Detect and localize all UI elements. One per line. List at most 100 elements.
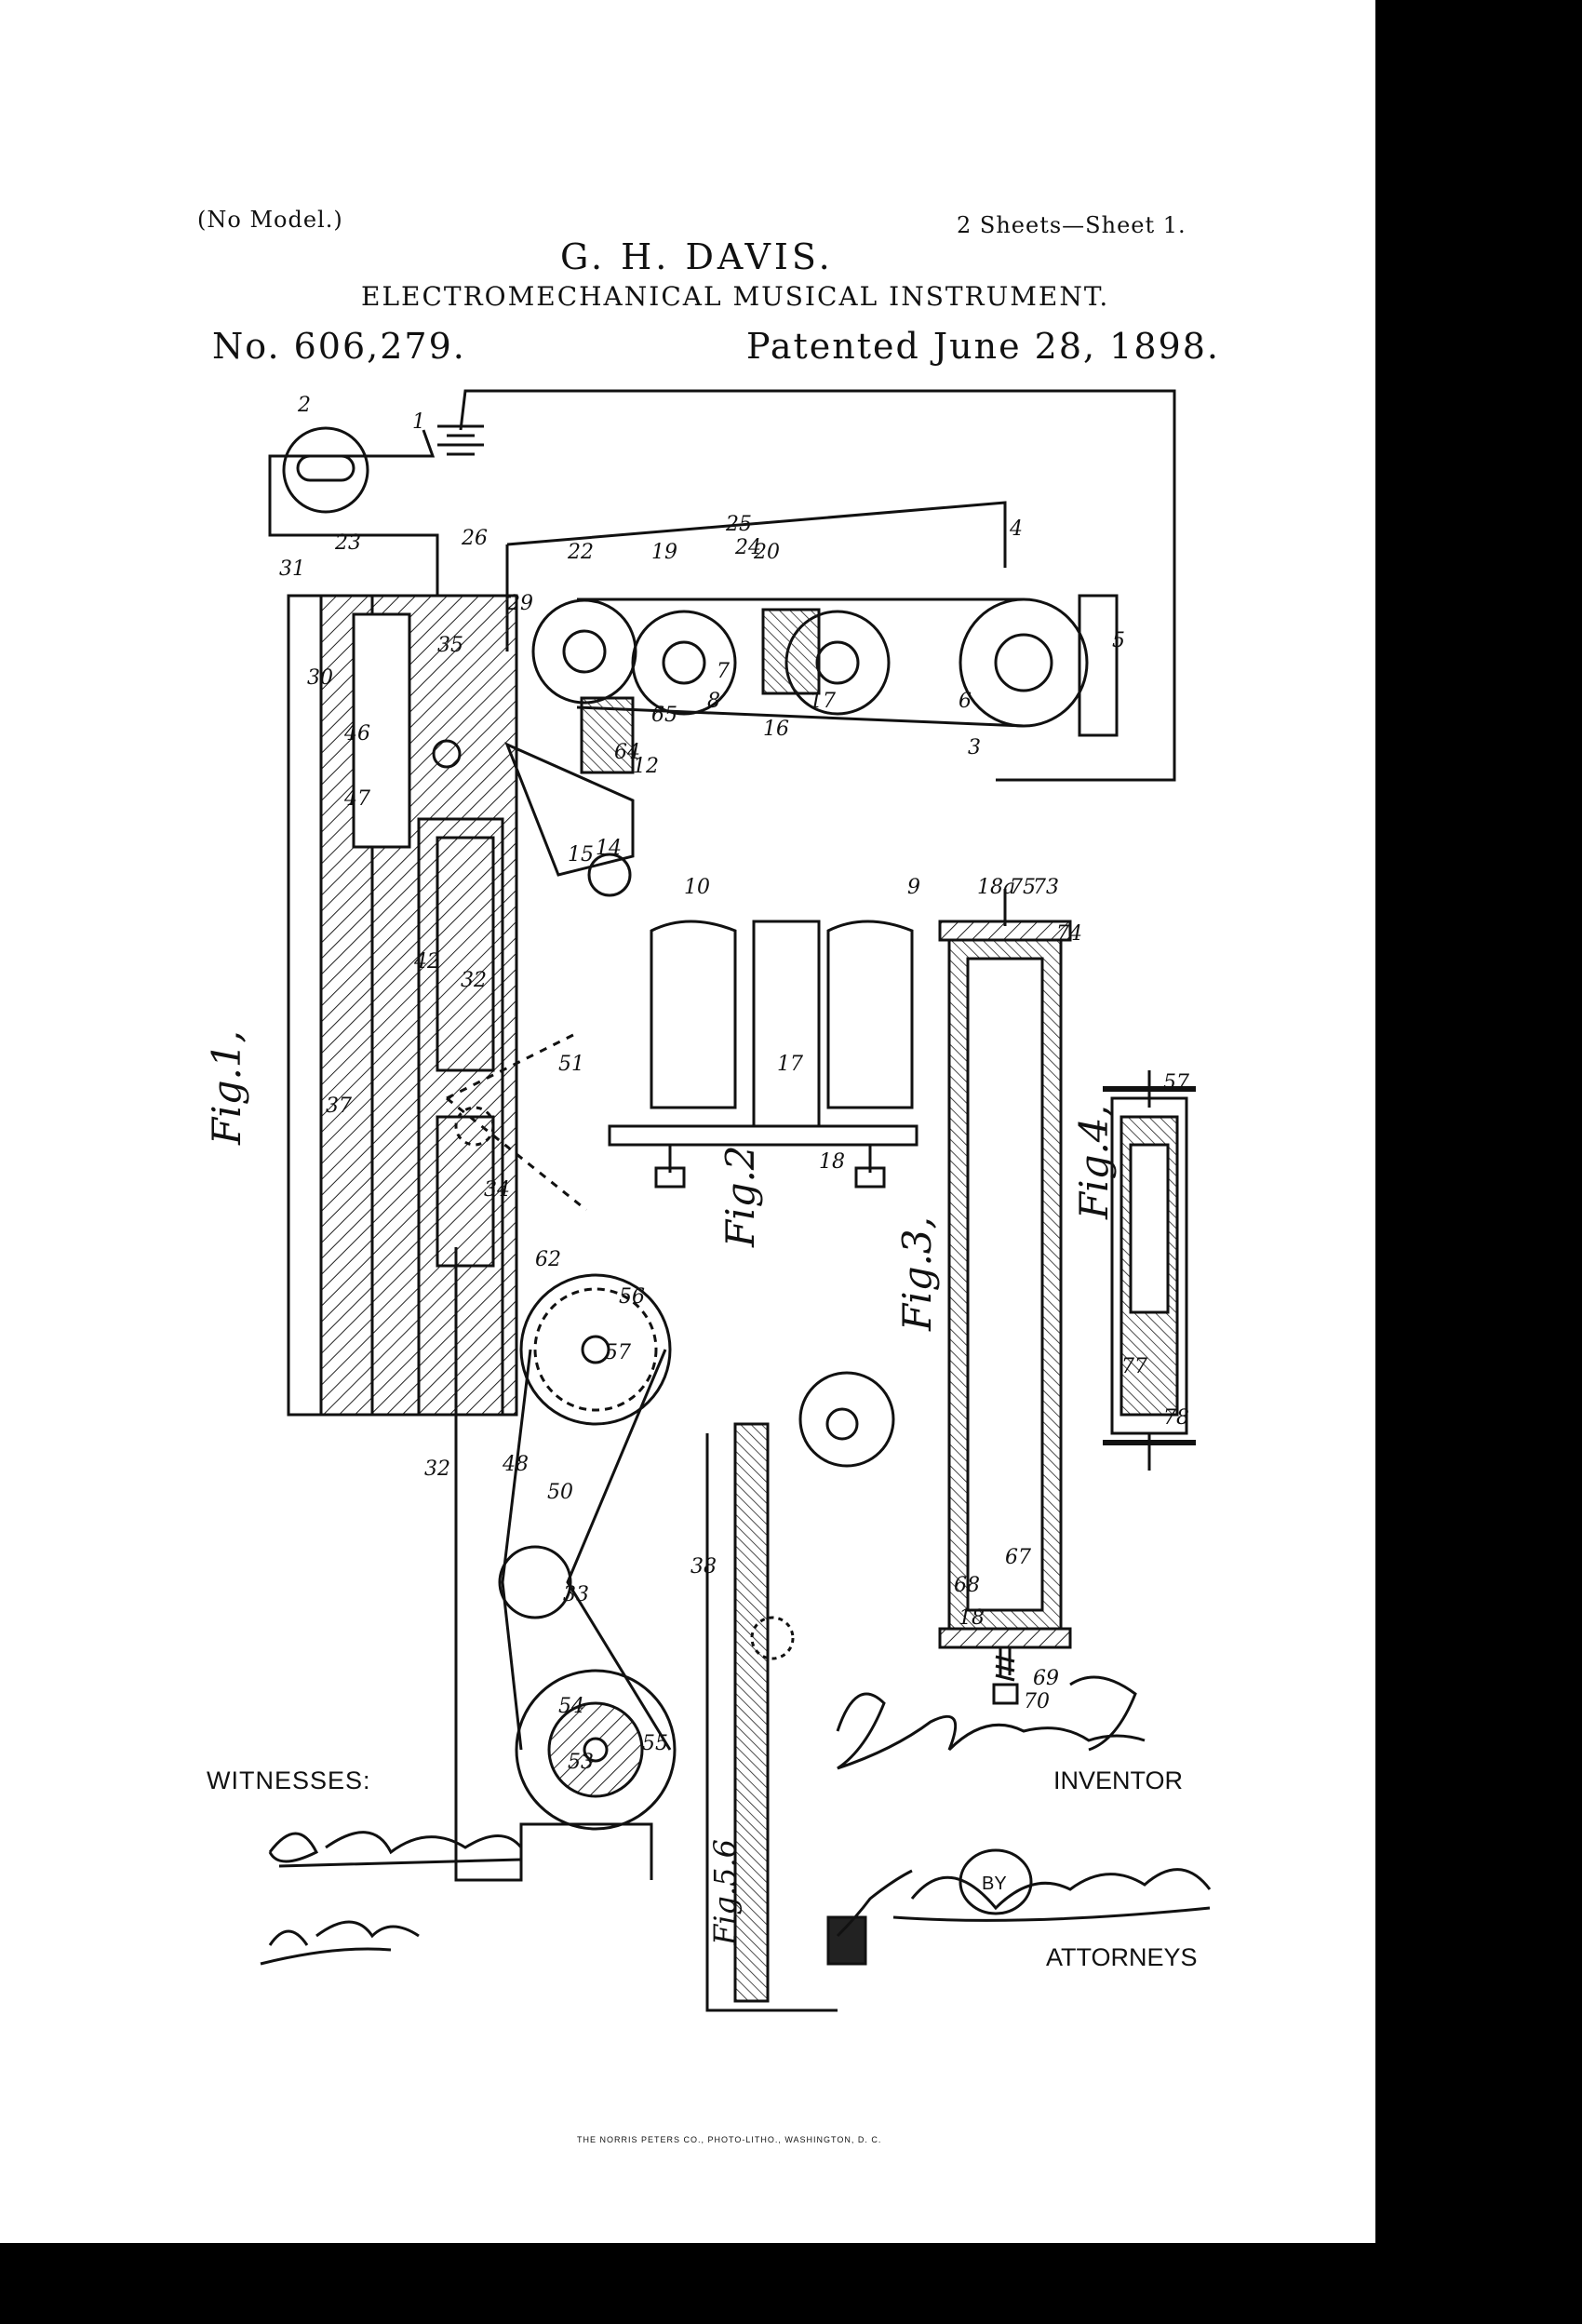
sheet-info: 2 Sheets—Sheet 1. <box>957 212 1186 238</box>
ref-24: 24 <box>734 536 761 559</box>
printer-credit: THE NORRIS PETERS CO., PHOTO-LITHO., WAS… <box>577 2135 882 2144</box>
roller-49 <box>498 1545 572 1619</box>
music-roll-54 <box>515 1669 677 1831</box>
ref-29: 29 <box>506 592 533 615</box>
by-oval <box>959 1848 1033 1915</box>
ref-62: 62 <box>535 1248 561 1271</box>
ref-64: 64 <box>614 741 640 764</box>
ref-55: 55 <box>642 1732 668 1755</box>
ref-34: 34 <box>484 1178 510 1202</box>
attorneys-label: ATTORNEYS <box>1046 1943 1198 1971</box>
generator-icon <box>282 426 369 514</box>
ref-48: 48 <box>502 1453 529 1476</box>
ref-23: 23 <box>334 531 361 555</box>
fig3-label: Fig.3, <box>894 1216 940 1332</box>
witness-signature-2 <box>260 1920 420 1966</box>
inventor-signature <box>836 1675 1146 1770</box>
inventor-name: G. H. DAVIS. <box>560 236 834 277</box>
ref-12: 12 <box>633 755 659 778</box>
ref-4: 4 <box>1009 517 1023 541</box>
ref-57b: 57 <box>1163 1071 1189 1095</box>
ref-46: 46 <box>343 722 370 746</box>
ref-7: 7 <box>717 660 730 683</box>
patent-title: ELECTROMECHANICAL MUSICAL INSTRUMENT. <box>361 281 1110 312</box>
ref-20: 20 <box>753 541 780 564</box>
ref-33: 33 <box>563 1583 589 1606</box>
patent-number: No. 606,279. <box>212 326 466 367</box>
ref-68: 68 <box>954 1574 980 1597</box>
figure-3-drawing <box>938 889 1072 1705</box>
ref-17: 17 <box>777 1053 803 1076</box>
ref-35: 35 <box>437 634 463 657</box>
magnet-coil <box>761 608 821 695</box>
ref-17b: 17 <box>810 690 836 713</box>
ref-56: 56 <box>619 1285 645 1309</box>
fig4-label: Fig.4, <box>1071 1105 1117 1220</box>
ref-9: 9 <box>907 876 920 899</box>
ref-31: 31 <box>279 557 305 581</box>
inventor-label: INVENTOR <box>1053 1767 1184 1794</box>
figure-labels: Fig.1, Fig.2 Fig.3, Fig.4, Fig.5.6 <box>204 1030 1117 1946</box>
battery-icon <box>437 424 484 456</box>
ref-6: 6 <box>959 690 972 713</box>
figure-2-drawing <box>608 920 918 1189</box>
ref-1: 1 <box>412 410 425 434</box>
ref-50: 50 <box>547 1481 573 1504</box>
ref-42: 42 <box>413 950 440 974</box>
ref-37: 37 <box>326 1095 352 1118</box>
fig1-label: Fig.1, <box>204 1030 249 1146</box>
motor-icon <box>959 598 1089 728</box>
scan-border-bottom <box>0 2243 1582 2324</box>
ref-65: 65 <box>651 704 677 727</box>
ref-19: 19 <box>651 541 677 564</box>
ref-14: 14 <box>596 837 622 860</box>
roller-11 <box>531 598 637 705</box>
ref-30: 30 <box>307 666 333 690</box>
ref-5: 5 <box>1112 629 1125 652</box>
ref-70: 70 <box>1024 1690 1050 1713</box>
ref-18: 18 <box>819 1150 845 1174</box>
signatures <box>260 1675 1212 1966</box>
roller-13 <box>587 853 632 897</box>
ref-32b: 32 <box>424 1458 450 1481</box>
patent-date: Patented June 28, 1898. <box>746 326 1220 367</box>
fig2-label: Fig.2 <box>717 1145 763 1248</box>
ref-8: 8 <box>707 690 720 713</box>
fig5-roll <box>798 1371 895 1468</box>
ref-25: 25 <box>725 513 752 536</box>
scan-border-right <box>1375 0 1582 2324</box>
ref-16: 16 <box>763 718 789 741</box>
by-label: BY <box>982 1874 1007 1894</box>
ref-15: 15 <box>568 843 594 866</box>
ref-2: 2 <box>297 394 311 417</box>
attorney-signature <box>892 1868 1212 1922</box>
witness-signature-1 <box>268 1831 523 1868</box>
ref-78: 78 <box>1163 1406 1189 1430</box>
roller-10 <box>631 610 737 716</box>
ref-73: 73 <box>1033 876 1059 899</box>
figure-4-drawing <box>1103 1070 1196 1471</box>
ref-3: 3 <box>968 736 981 759</box>
ref-18-fig3: 18 <box>959 1606 985 1630</box>
ref-38: 38 <box>690 1555 717 1578</box>
ref-26: 26 <box>461 527 488 550</box>
ref-10: 10 <box>684 876 710 899</box>
ref-67: 67 <box>1005 1546 1031 1569</box>
ref-51: 51 <box>558 1053 584 1076</box>
figure-1-drawing <box>268 389 1176 2012</box>
ref-57: 57 <box>605 1341 631 1364</box>
ref-54: 54 <box>558 1695 584 1718</box>
reference-numerals: 1 2 3 4 5 6 7 8 9 10 12 14 15 16 17 17 1… <box>279 394 1189 1774</box>
witnesses-label: WITNESSES: <box>207 1767 371 1794</box>
magnet-coil-65 <box>580 696 635 774</box>
fig5-6-label: Fig.5.6 <box>707 1839 743 1946</box>
ref-75: 75 <box>1010 876 1036 899</box>
ref-53: 53 <box>568 1751 594 1774</box>
ref-18a: 18a <box>977 876 1015 899</box>
ref-69: 69 <box>1033 1667 1059 1690</box>
ref-22: 22 <box>567 541 594 564</box>
ref-47: 47 <box>343 787 370 811</box>
ref-77: 77 <box>1121 1355 1147 1378</box>
fig6-plate <box>733 1422 770 2003</box>
